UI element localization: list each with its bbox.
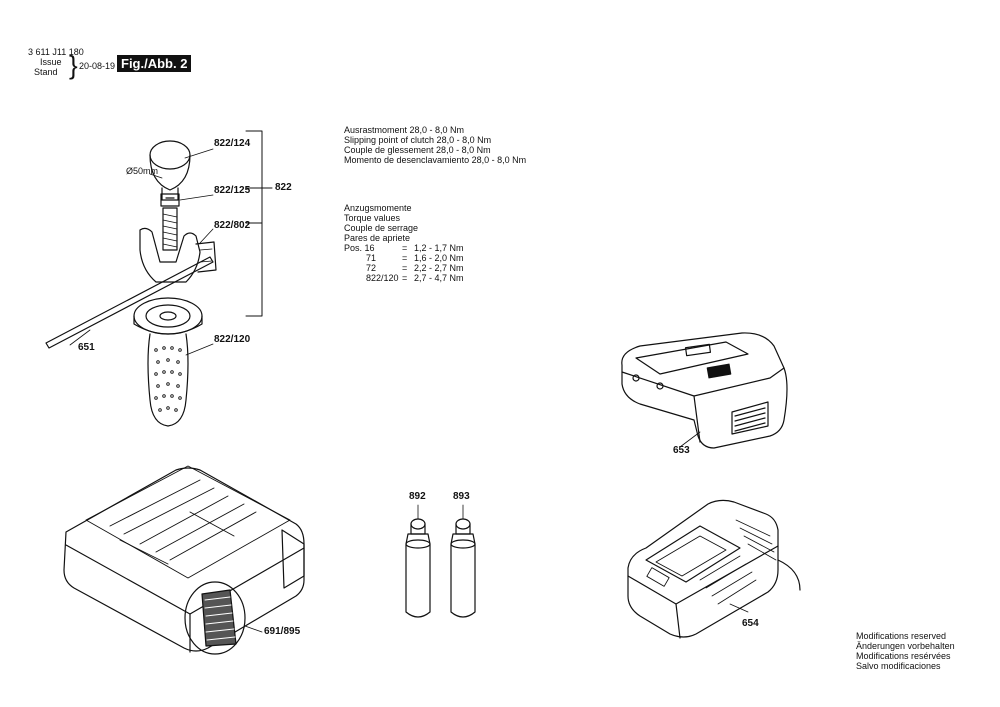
battery-vent — [731, 401, 769, 435]
modifications-line: Modifications reserved — [856, 631, 947, 641]
torque-value: 1,6 - 2,0 Nm — [414, 253, 464, 263]
diameter-label: Ø50mm — [126, 166, 159, 176]
auxiliary-handle-assembly — [45, 130, 273, 427]
torque-eq: = — [402, 263, 408, 273]
handle-head — [139, 227, 201, 283]
clutch-note-line: Couple de glessement 28,0 - 8,0 Nm — [344, 145, 491, 155]
part-label-822-802: 822/802 — [214, 220, 251, 231]
document-number: 3 611 J11 180 — [28, 47, 84, 57]
torque-row: 822/120= 2,7 - 4,7 Nm — [344, 273, 464, 283]
grip-texture — [154, 346, 182, 412]
torque-title: Torque values — [344, 213, 401, 223]
part-label-822-120: 822/120 — [214, 334, 251, 345]
charger-slot — [645, 525, 741, 583]
stand-label: Stand — [34, 67, 58, 77]
battery-top-rail — [635, 341, 749, 375]
part-label-654: 654 — [742, 618, 759, 629]
battery-body — [621, 332, 788, 449]
part-label-651: 651 — [78, 342, 95, 353]
part-label-822-124: 822/124 — [214, 138, 251, 149]
clutch-note-line: Ausrastmoment 28,0 - 8,0 Nm — [344, 125, 465, 135]
torque-eq: = — [402, 273, 408, 283]
torque-title: Couple de serrage — [344, 223, 419, 233]
torque-title: Pares de apriete — [344, 233, 411, 243]
charger-body — [627, 499, 779, 638]
grease-tube-893 — [450, 504, 476, 618]
clamp-block — [160, 193, 180, 207]
charger-cable — [777, 559, 801, 591]
clamp-ring — [149, 140, 191, 170]
torque-pos: 822/120 — [366, 273, 399, 283]
issue-date: 20-08-19 — [79, 61, 116, 71]
issue-label: Issue — [40, 57, 62, 67]
torque-title: Anzugsmomente — [344, 203, 412, 213]
brace-glyph: } — [69, 50, 78, 80]
torque-row: 72 = 2,2 - 2,7 Nm — [344, 263, 464, 273]
torque-value: 1,2 - 1,7 Nm — [414, 243, 464, 253]
torque-pos: 72 — [366, 263, 377, 273]
modifications-line: Modifications resérvées — [856, 651, 951, 661]
torque-eq: = — [402, 243, 408, 253]
modifications-note: Modifications reserved Änderungen vorbeh… — [856, 631, 955, 671]
clutch-note-line: Slipping point of clutch 28,0 - 8,0 Nm — [344, 135, 492, 145]
torque-eq: = — [402, 253, 408, 263]
torque-value: 2,2 - 2,7 Nm — [414, 263, 464, 273]
part-label-893: 893 — [453, 491, 470, 502]
torque-value: 2,7 - 4,7 Nm — [414, 273, 464, 283]
clutch-note: Ausrastmoment 28,0 - 8,0 Nm Slipping poi… — [344, 125, 526, 165]
torque-note: Anzugsmomente Torque values Couple de se… — [344, 203, 464, 283]
case-latch-detail — [184, 581, 246, 655]
battery-pack — [621, 332, 788, 449]
figure-label: Fig./Abb. 2 — [117, 55, 192, 72]
grease-tube-892 — [405, 504, 431, 618]
part-label-822-125: 822/125 — [214, 185, 251, 196]
part-label-653: 653 — [673, 445, 690, 456]
torque-row: Pos. 16 = 1,2 - 1,7 Nm — [344, 243, 464, 253]
part-label-691-895: 691/895 — [264, 626, 301, 637]
carrying-case — [63, 465, 305, 655]
handle-grip — [147, 333, 189, 427]
battery-charger — [627, 499, 801, 639]
modifications-line: Salvo modificaciones — [856, 661, 941, 671]
handle-knob — [195, 241, 217, 273]
torque-pos: Pos. 16 — [344, 243, 375, 253]
part-label-892: 892 — [409, 491, 426, 502]
clamp-band — [149, 154, 191, 191]
clutch-note-line: Momento de desenclavamiento 28,0 - 8,0 N… — [344, 155, 527, 165]
torque-row: 71 = 1,6 - 2,0 Nm — [344, 253, 464, 263]
torque-pos: 71 — [366, 253, 377, 263]
modifications-line: Änderungen vorbehalten — [856, 641, 955, 651]
threaded-bolt — [162, 207, 178, 251]
case-body — [63, 467, 305, 652]
depth-stop-rod — [45, 256, 214, 349]
part-label-822: 822 — [275, 182, 292, 193]
